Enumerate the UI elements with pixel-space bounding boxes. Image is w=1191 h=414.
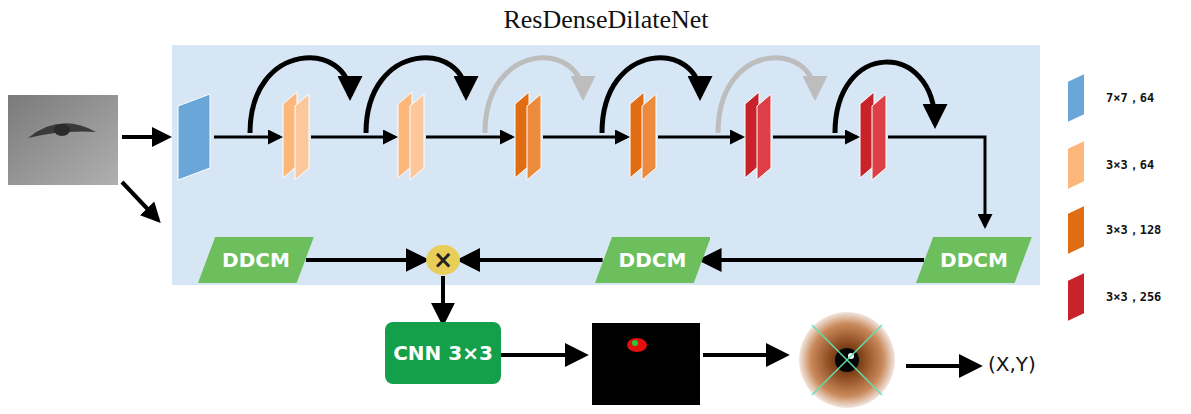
skip-connections-part bbox=[485, 58, 583, 133]
output-arrows bbox=[500, 355, 978, 366]
input-arrows-part bbox=[122, 135, 168, 139]
output-arrows-part bbox=[906, 364, 978, 368]
segmentation-mask-part bbox=[592, 323, 700, 405]
node-label: DDCM bbox=[619, 248, 687, 272]
node-label: DDCM bbox=[940, 248, 1008, 272]
legend-text: 3×3，64 bbox=[1106, 157, 1154, 174]
circle-fill bbox=[426, 245, 460, 275]
input-arrows-part bbox=[122, 182, 158, 220]
diagram-title: ResDenseDilateNet bbox=[172, 5, 1040, 35]
iris-illustration bbox=[799, 312, 895, 408]
forward-arrows-part bbox=[773, 136, 857, 139]
input-eye-image bbox=[8, 95, 118, 185]
parallelogram-fill bbox=[916, 237, 1032, 283]
connector bbox=[306, 258, 425, 262]
conv-blocks-part bbox=[860, 92, 874, 178]
skip-connections-part bbox=[366, 58, 466, 133]
skip-connections-part bbox=[250, 58, 350, 133]
output-coordinate: (X,Y) bbox=[988, 352, 1036, 376]
output-arrows-part bbox=[703, 353, 785, 357]
conv-blocks-part bbox=[527, 94, 541, 180]
iris-illustration-part bbox=[848, 353, 854, 359]
legend-text: 7×7，64 bbox=[1106, 90, 1154, 107]
output-arrows-part bbox=[500, 353, 584, 357]
iris-illustration-part bbox=[799, 312, 895, 408]
conv-blocks-part bbox=[410, 94, 424, 180]
input-eye-image-part bbox=[54, 124, 70, 136]
forward-arrows bbox=[214, 137, 985, 226]
connector bbox=[441, 276, 445, 322]
legend-item: 3×3，128 bbox=[1068, 210, 1161, 250]
input-eye-image-part bbox=[8, 95, 118, 185]
forward-arrows-part bbox=[426, 136, 512, 139]
input-arrows bbox=[122, 137, 168, 220]
conv-blocks bbox=[178, 92, 886, 180]
skip-connections-part bbox=[835, 62, 935, 133]
conv-blocks-part bbox=[630, 92, 644, 178]
conv-blocks-part bbox=[642, 94, 656, 180]
legend-item: 3×3，256 bbox=[1068, 277, 1161, 317]
node-label: DDCM bbox=[222, 248, 290, 272]
conv-blocks-part bbox=[178, 94, 210, 180]
conv-blocks-part bbox=[283, 92, 297, 178]
conv-blocks-part bbox=[295, 94, 309, 180]
conv-blocks-part bbox=[515, 92, 529, 178]
ddcm-module: DDCM bbox=[916, 237, 1032, 283]
legend-swatch bbox=[1068, 141, 1084, 188]
conv-blocks-part bbox=[398, 92, 412, 178]
segmentation-mask bbox=[592, 323, 700, 405]
multiply-node: × bbox=[425, 244, 461, 276]
skip-connections-part bbox=[602, 58, 700, 133]
legend-item: 7×7，64 bbox=[1068, 78, 1154, 118]
legend-item: 3×3，64 bbox=[1068, 145, 1154, 185]
forward-arrows-part bbox=[658, 136, 742, 139]
ddcm-module: DDCM bbox=[595, 237, 711, 283]
legend-swatch bbox=[1068, 74, 1084, 121]
segmentation-mask-part bbox=[632, 340, 638, 346]
conv-blocks-part bbox=[872, 94, 886, 180]
forward-arrows-part bbox=[888, 137, 985, 226]
input-eye-image-part bbox=[28, 123, 96, 138]
iris-illustration-part bbox=[812, 325, 882, 395]
ddcm-module: DDCM bbox=[198, 237, 314, 283]
forward-arrows-part bbox=[214, 136, 280, 139]
conv-box: CNN 3×3 bbox=[385, 322, 501, 384]
segmentation-mask-part bbox=[627, 338, 647, 352]
legend-swatch bbox=[1068, 273, 1084, 320]
node-label: × bbox=[433, 248, 453, 272]
legend-text: 3×3，128 bbox=[1106, 222, 1161, 239]
conv-blocks-part bbox=[757, 94, 771, 180]
legend-text: 3×3，256 bbox=[1106, 289, 1161, 306]
forward-arrows-part bbox=[311, 136, 395, 139]
skip-connections bbox=[250, 58, 935, 133]
connector bbox=[702, 258, 924, 262]
node-label: CNN 3×3 bbox=[393, 341, 493, 365]
iris-illustration-part bbox=[812, 325, 882, 395]
legend-swatch bbox=[1068, 206, 1084, 253]
network-panel: ResDenseDilateNetDDCMDDCMDDCM× bbox=[172, 45, 1040, 285]
parallelogram-fill bbox=[198, 237, 314, 283]
parallelogram-fill bbox=[595, 237, 711, 283]
forward-arrows-part bbox=[543, 136, 627, 139]
conv-blocks-part bbox=[745, 92, 759, 178]
iris-illustration-part bbox=[835, 348, 859, 372]
skip-connections-part bbox=[718, 58, 815, 133]
connector bbox=[461, 258, 603, 262]
